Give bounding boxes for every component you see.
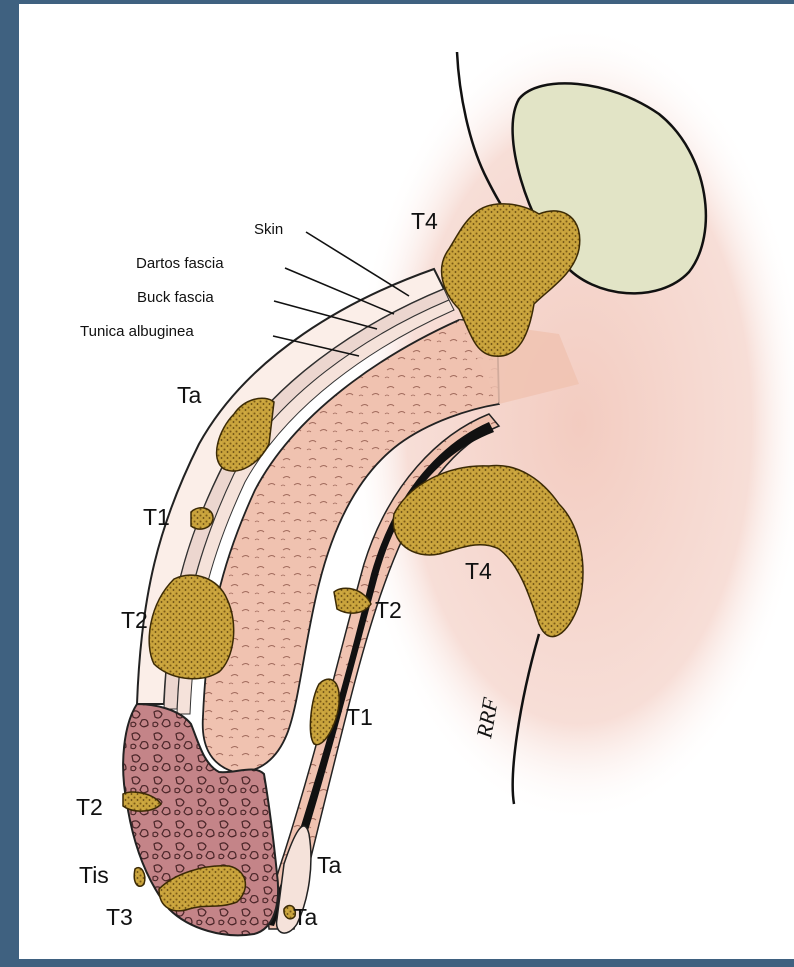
stage-label-t3: T3 [106, 906, 133, 929]
buck-fascia-label: Buck fascia [137, 290, 214, 305]
stage-label-ta-right: Ta [317, 854, 341, 877]
stage-label-ta-bottom: Ta [293, 906, 317, 929]
stage-label-t1-upper: T1 [143, 506, 170, 529]
stage-label-t4-mid: T4 [465, 560, 492, 583]
frame-left [0, 0, 19, 967]
stage-label-t1-right: T1 [346, 706, 373, 729]
tumor-tis [134, 868, 145, 887]
illustration-canvas: RRF Skin Dartos fascia Buck fascia Tunic… [19, 4, 794, 959]
tunica-albuginea-label: Tunica albuginea [80, 324, 194, 339]
stage-label-t2-lower: T2 [76, 796, 103, 819]
stage-label-tis: Tis [79, 864, 109, 887]
stage-label-t2-upper: T2 [121, 609, 148, 632]
stage-label-t4-top: T4 [411, 210, 438, 233]
skin-label: Skin [254, 222, 283, 237]
penile-anatomy-illustration: RRF [19, 4, 794, 959]
tumor-t1-upper [191, 508, 213, 529]
stage-label-ta-upper: Ta [177, 384, 201, 407]
frame-bottom [0, 959, 794, 967]
dartos-fascia-label: Dartos fascia [136, 256, 224, 271]
stage-label-t2-right: T2 [375, 599, 402, 622]
